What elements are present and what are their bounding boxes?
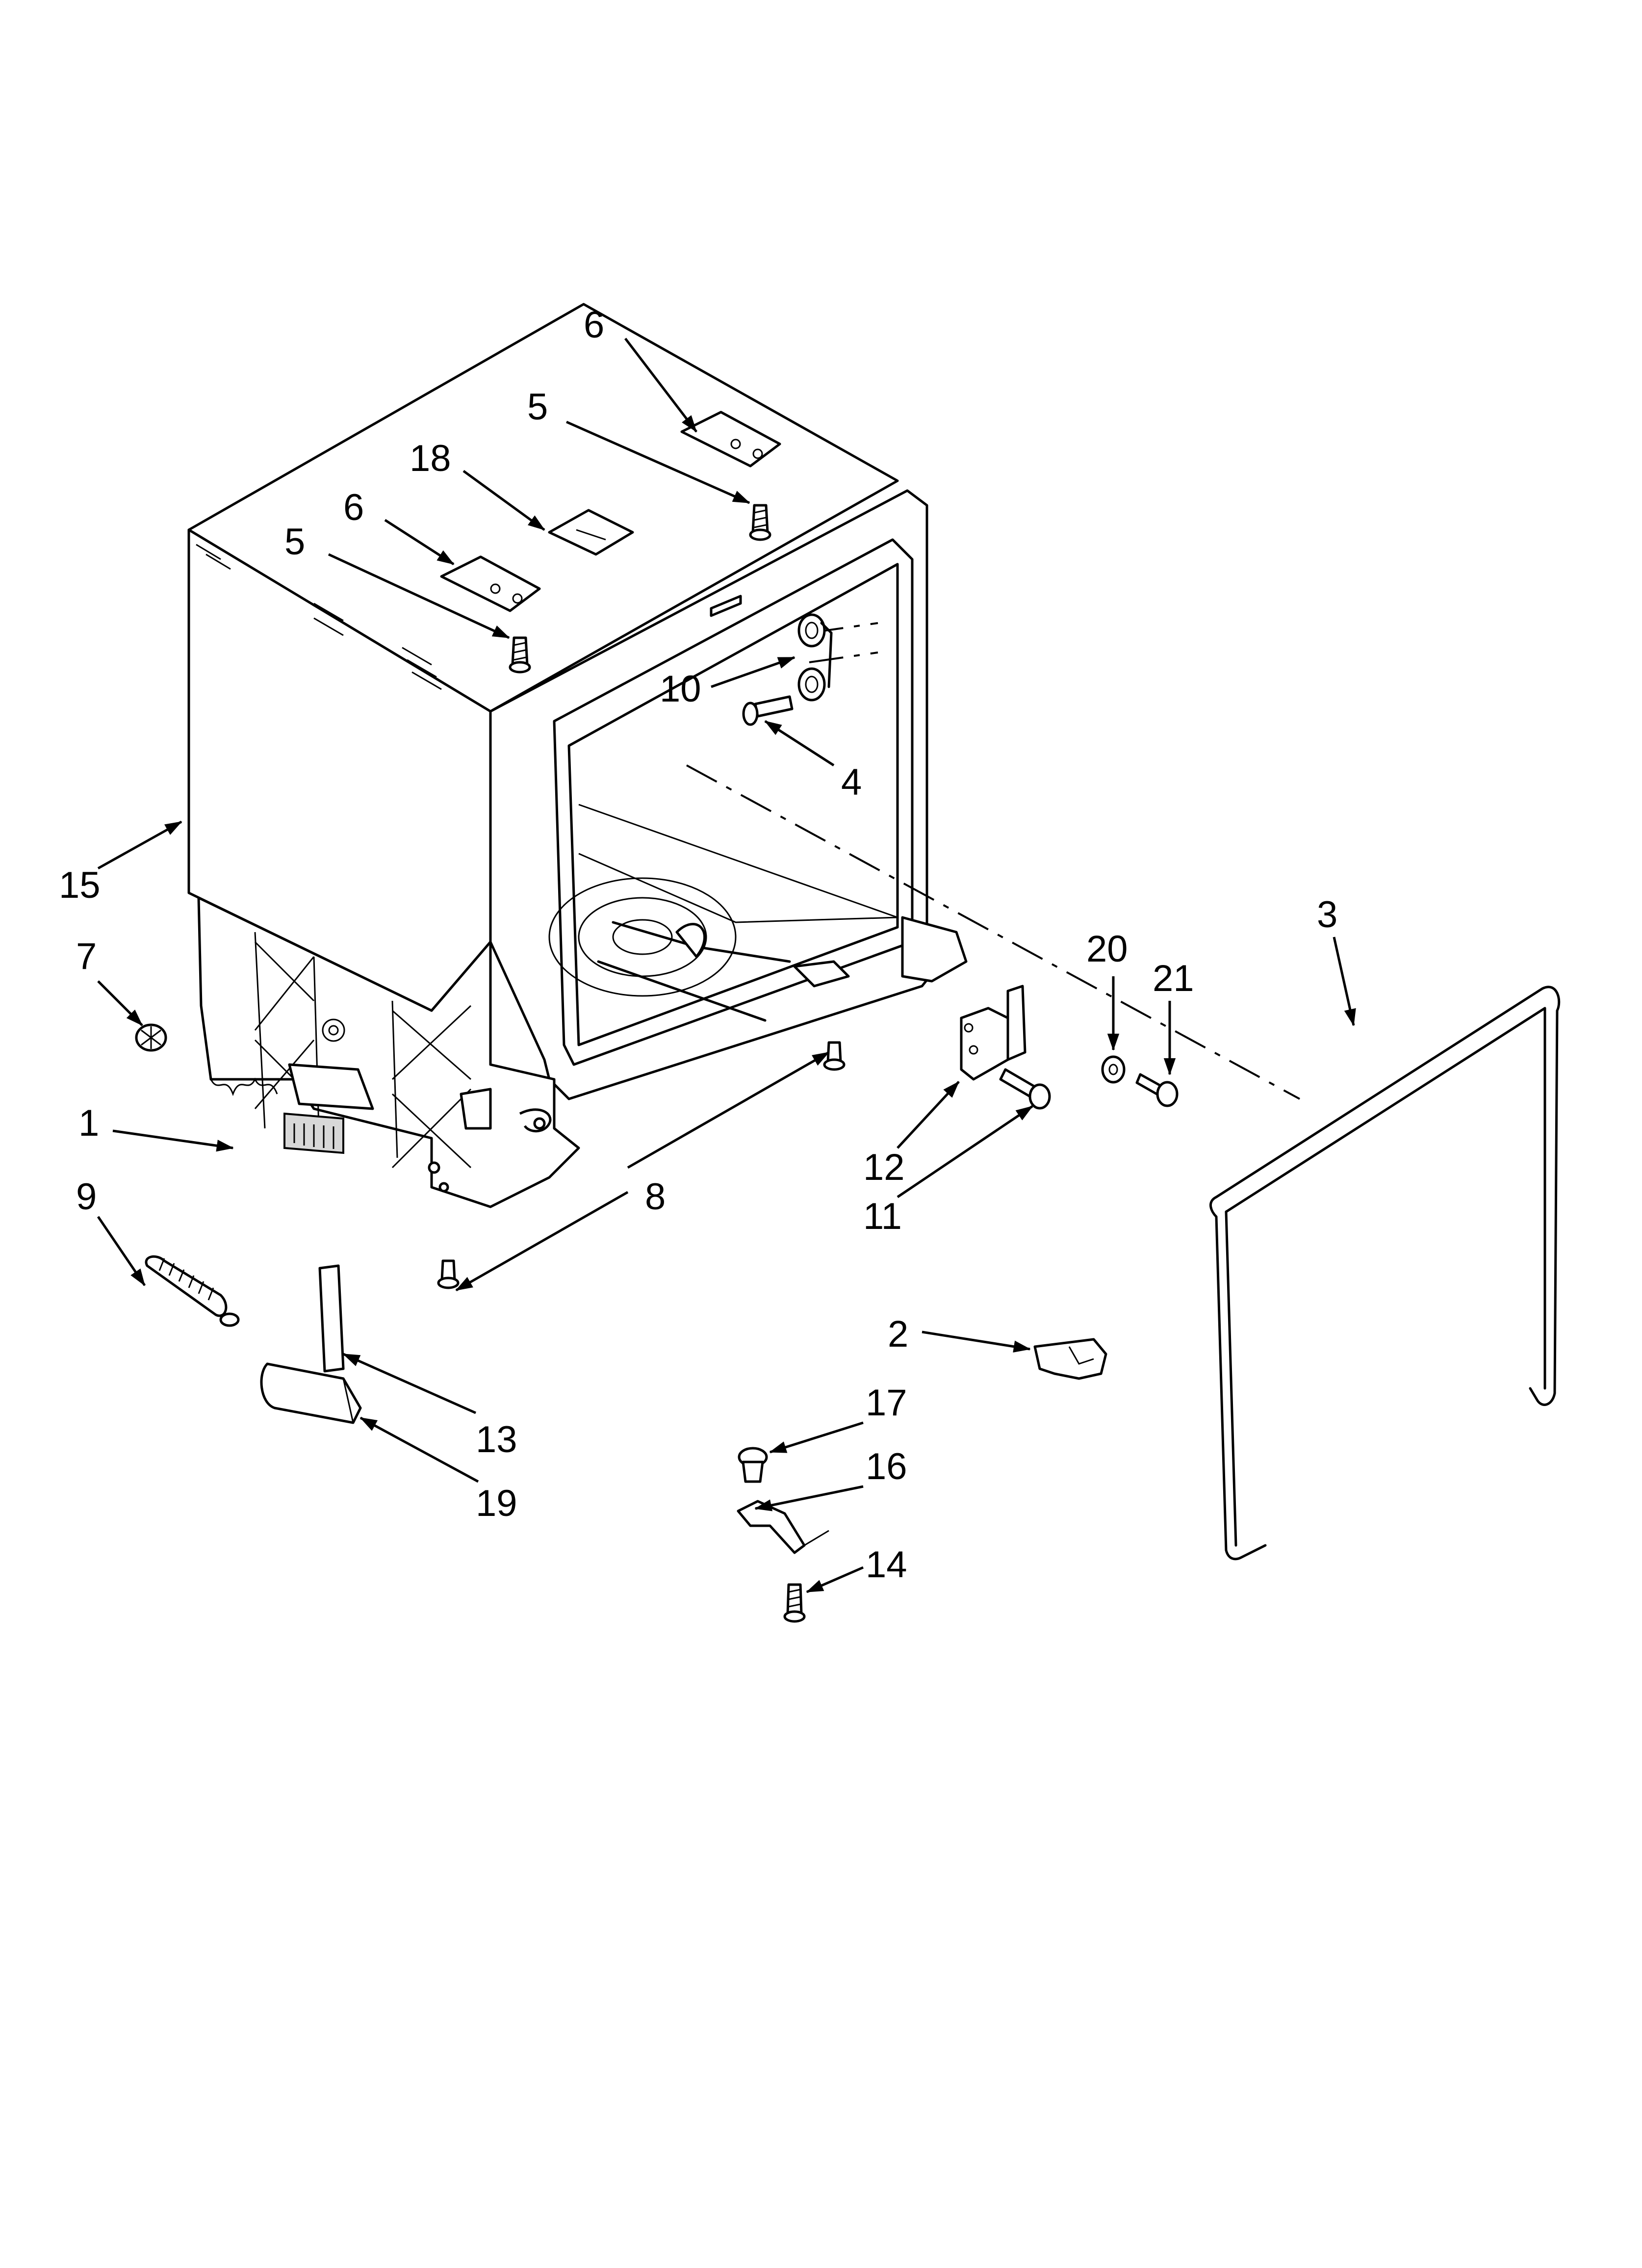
callout-15: 15 (59, 864, 101, 906)
bracket-16 (737, 1500, 806, 1554)
tub-assembly (187, 303, 968, 1208)
callout-5: 5 (284, 521, 305, 563)
screw-4 (742, 695, 794, 726)
leader-lines (97, 338, 1356, 1593)
screw-11 (999, 1068, 1051, 1110)
roller-10 (797, 613, 833, 702)
leveling-leg-8b (437, 1259, 460, 1289)
callout-20: 20 (1086, 928, 1128, 970)
hinge-bracket-6a (680, 411, 781, 468)
screw-21 (1135, 1073, 1179, 1107)
callout-18: 18 (410, 438, 451, 479)
callout-7: 7 (76, 936, 97, 977)
screw-14 (783, 1583, 806, 1623)
callout-13: 13 (476, 1419, 517, 1460)
callout-10: 10 (660, 668, 701, 710)
callout-6: 6 (343, 487, 364, 528)
callout-2: 2 (888, 1313, 908, 1355)
washer-20 (1101, 1055, 1126, 1084)
callout-12: 12 (863, 1147, 905, 1188)
screw-5b (509, 636, 531, 674)
callout-16: 16 (866, 1446, 907, 1487)
callout-9: 9 (76, 1176, 97, 1218)
sump-ring (548, 877, 737, 997)
callout-14: 14 (866, 1544, 907, 1586)
screw-5a (749, 504, 771, 541)
grommet-7 (135, 1023, 167, 1052)
callout-17: 17 (866, 1382, 907, 1424)
centerline (686, 764, 1300, 1100)
door-gasket-3 (1209, 986, 1561, 1561)
callout-labels: 6 5 18 6 5 10 4 15 7 1 9 8 12 11 20 21 3… (59, 304, 1337, 1586)
callout-5: 5 (527, 386, 548, 428)
cover-19 (260, 1362, 362, 1424)
spring-9 (145, 1255, 240, 1327)
latch-2 (1033, 1338, 1107, 1380)
strip-13 (318, 1264, 345, 1373)
callout-19: 19 (476, 1483, 517, 1524)
callout-11: 11 (863, 1196, 902, 1237)
bracket-12 (960, 985, 1026, 1081)
callout-21: 21 (1153, 958, 1194, 999)
clip-17 (738, 1447, 768, 1483)
callout-1: 1 (78, 1102, 99, 1144)
callout-4: 4 (841, 761, 862, 803)
strike-plate-18 (548, 509, 634, 556)
hinge-bracket-6b (440, 555, 541, 612)
callout-3: 3 (1317, 894, 1337, 936)
callout-6: 6 (584, 304, 604, 346)
callout-8: 8 (645, 1176, 666, 1218)
leveling-leg-8a (823, 1041, 846, 1071)
